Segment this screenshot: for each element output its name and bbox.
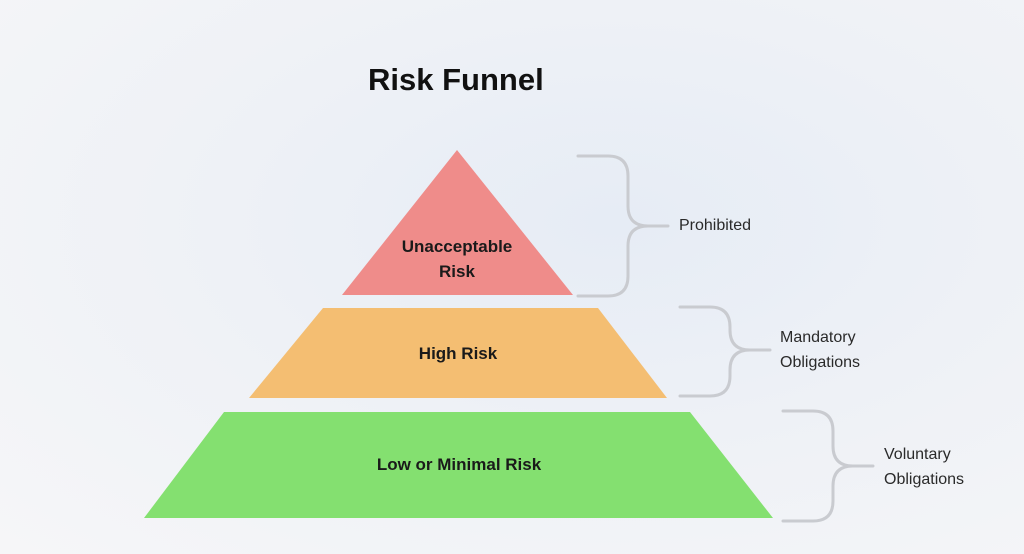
tier-unacceptable-shape <box>342 150 573 295</box>
category-line: Voluntary <box>884 446 951 463</box>
category-line: Obligations <box>884 471 965 488</box>
diagram-title: Risk Funnel <box>368 62 544 97</box>
tier-high-label: High Risk <box>418 344 498 363</box>
tier-label-line: Risk <box>439 262 475 281</box>
tier-low-shape <box>144 412 773 518</box>
bracket-prohibited <box>576 154 670 298</box>
category-prohibited: Prohibited <box>679 217 752 234</box>
tier-low-label: Low or Minimal Risk <box>376 455 542 474</box>
category-line: Mandatory <box>780 329 856 346</box>
bracket-voluntary <box>781 409 875 523</box>
category-line: Obligations <box>780 354 861 371</box>
bracket-mandatory <box>678 305 772 398</box>
category-voluntary: Voluntary Obligations <box>884 442 964 492</box>
category-mandatory: Mandatory Obligations <box>780 325 860 375</box>
tier-unacceptable-label: Unacceptable Risk <box>377 234 537 284</box>
tier-high-shape <box>249 308 667 398</box>
tier-label-line: Unacceptable <box>401 237 513 256</box>
